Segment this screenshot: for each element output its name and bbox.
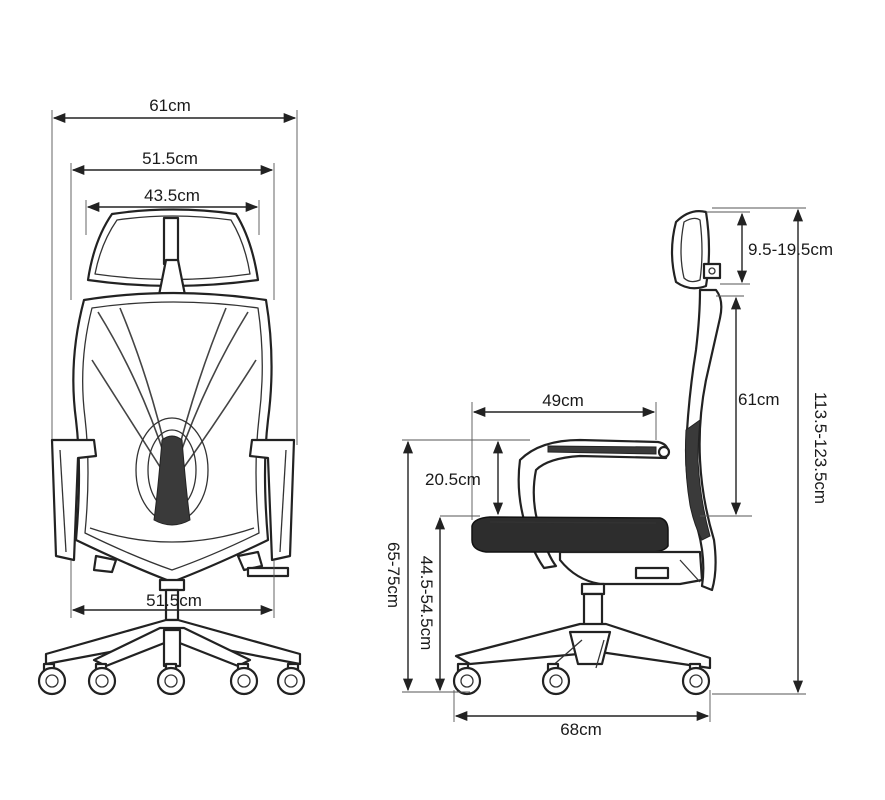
label-armrest-height: 20.5cm bbox=[425, 470, 481, 489]
caster bbox=[156, 662, 186, 696]
caster bbox=[681, 662, 711, 696]
dimension-base-depth: 68cm bbox=[453, 690, 711, 739]
label-seat-width: 51.5cm bbox=[146, 591, 202, 610]
dimension-back-width: 51.5cm bbox=[70, 149, 275, 300]
caster bbox=[452, 662, 482, 696]
dimension-seat-depth: 49cm bbox=[471, 391, 657, 520]
front-headrest bbox=[86, 208, 260, 305]
label-back-width: 51.5cm bbox=[142, 149, 198, 168]
dimension-seat-width: 51.5cm bbox=[70, 560, 275, 618]
caster bbox=[87, 662, 117, 696]
label-headrest-width: 43.5cm bbox=[144, 186, 200, 205]
side-seat bbox=[471, 516, 669, 553]
side-base bbox=[454, 622, 712, 670]
side-backrest bbox=[684, 288, 723, 592]
side-view: 9.5-19.5cm 61cm 113.5-123.5cm 49cm bbox=[384, 207, 833, 739]
dimension-overall-width: 61cm bbox=[51, 96, 298, 445]
caster bbox=[37, 662, 67, 696]
front-backrest bbox=[72, 291, 273, 584]
label-seat-height: 44.5-54.5cm bbox=[417, 556, 436, 651]
front-armrests bbox=[50, 438, 296, 562]
dimension-backrest-height: 61cm bbox=[700, 295, 780, 517]
caster bbox=[276, 662, 306, 696]
front-base bbox=[44, 618, 302, 668]
side-headrest bbox=[670, 210, 722, 290]
dimension-arm-floor-height: 65-75cm bbox=[384, 440, 470, 693]
label-backrest-height: 61cm bbox=[738, 390, 780, 409]
label-total-height: 113.5-123.5cm bbox=[811, 392, 830, 504]
dimension-total-height: 113.5-123.5cm bbox=[712, 207, 830, 695]
label-arm-floor-height: 65-75cm bbox=[384, 542, 403, 608]
side-mechanism bbox=[558, 550, 704, 586]
label-overall-width: 61cm bbox=[149, 96, 191, 115]
dimension-headrest-width: 43.5cm bbox=[85, 186, 260, 235]
label-seat-depth: 49cm bbox=[542, 391, 584, 410]
front-casters bbox=[37, 662, 306, 696]
dimension-seat-height: 44.5-54.5cm bbox=[417, 516, 446, 692]
dimension-headrest-adjust: 9.5-19.5cm bbox=[706, 211, 833, 285]
caster bbox=[541, 662, 571, 696]
label-headrest-adjust: 9.5-19.5cm bbox=[748, 240, 833, 259]
front-view: 61cm 51.5cm 43.5cm bbox=[37, 96, 306, 696]
side-casters bbox=[452, 662, 711, 696]
dimension-armrest-height: 20.5cm bbox=[402, 439, 530, 517]
caster bbox=[229, 662, 259, 696]
label-base-depth: 68cm bbox=[560, 720, 602, 739]
